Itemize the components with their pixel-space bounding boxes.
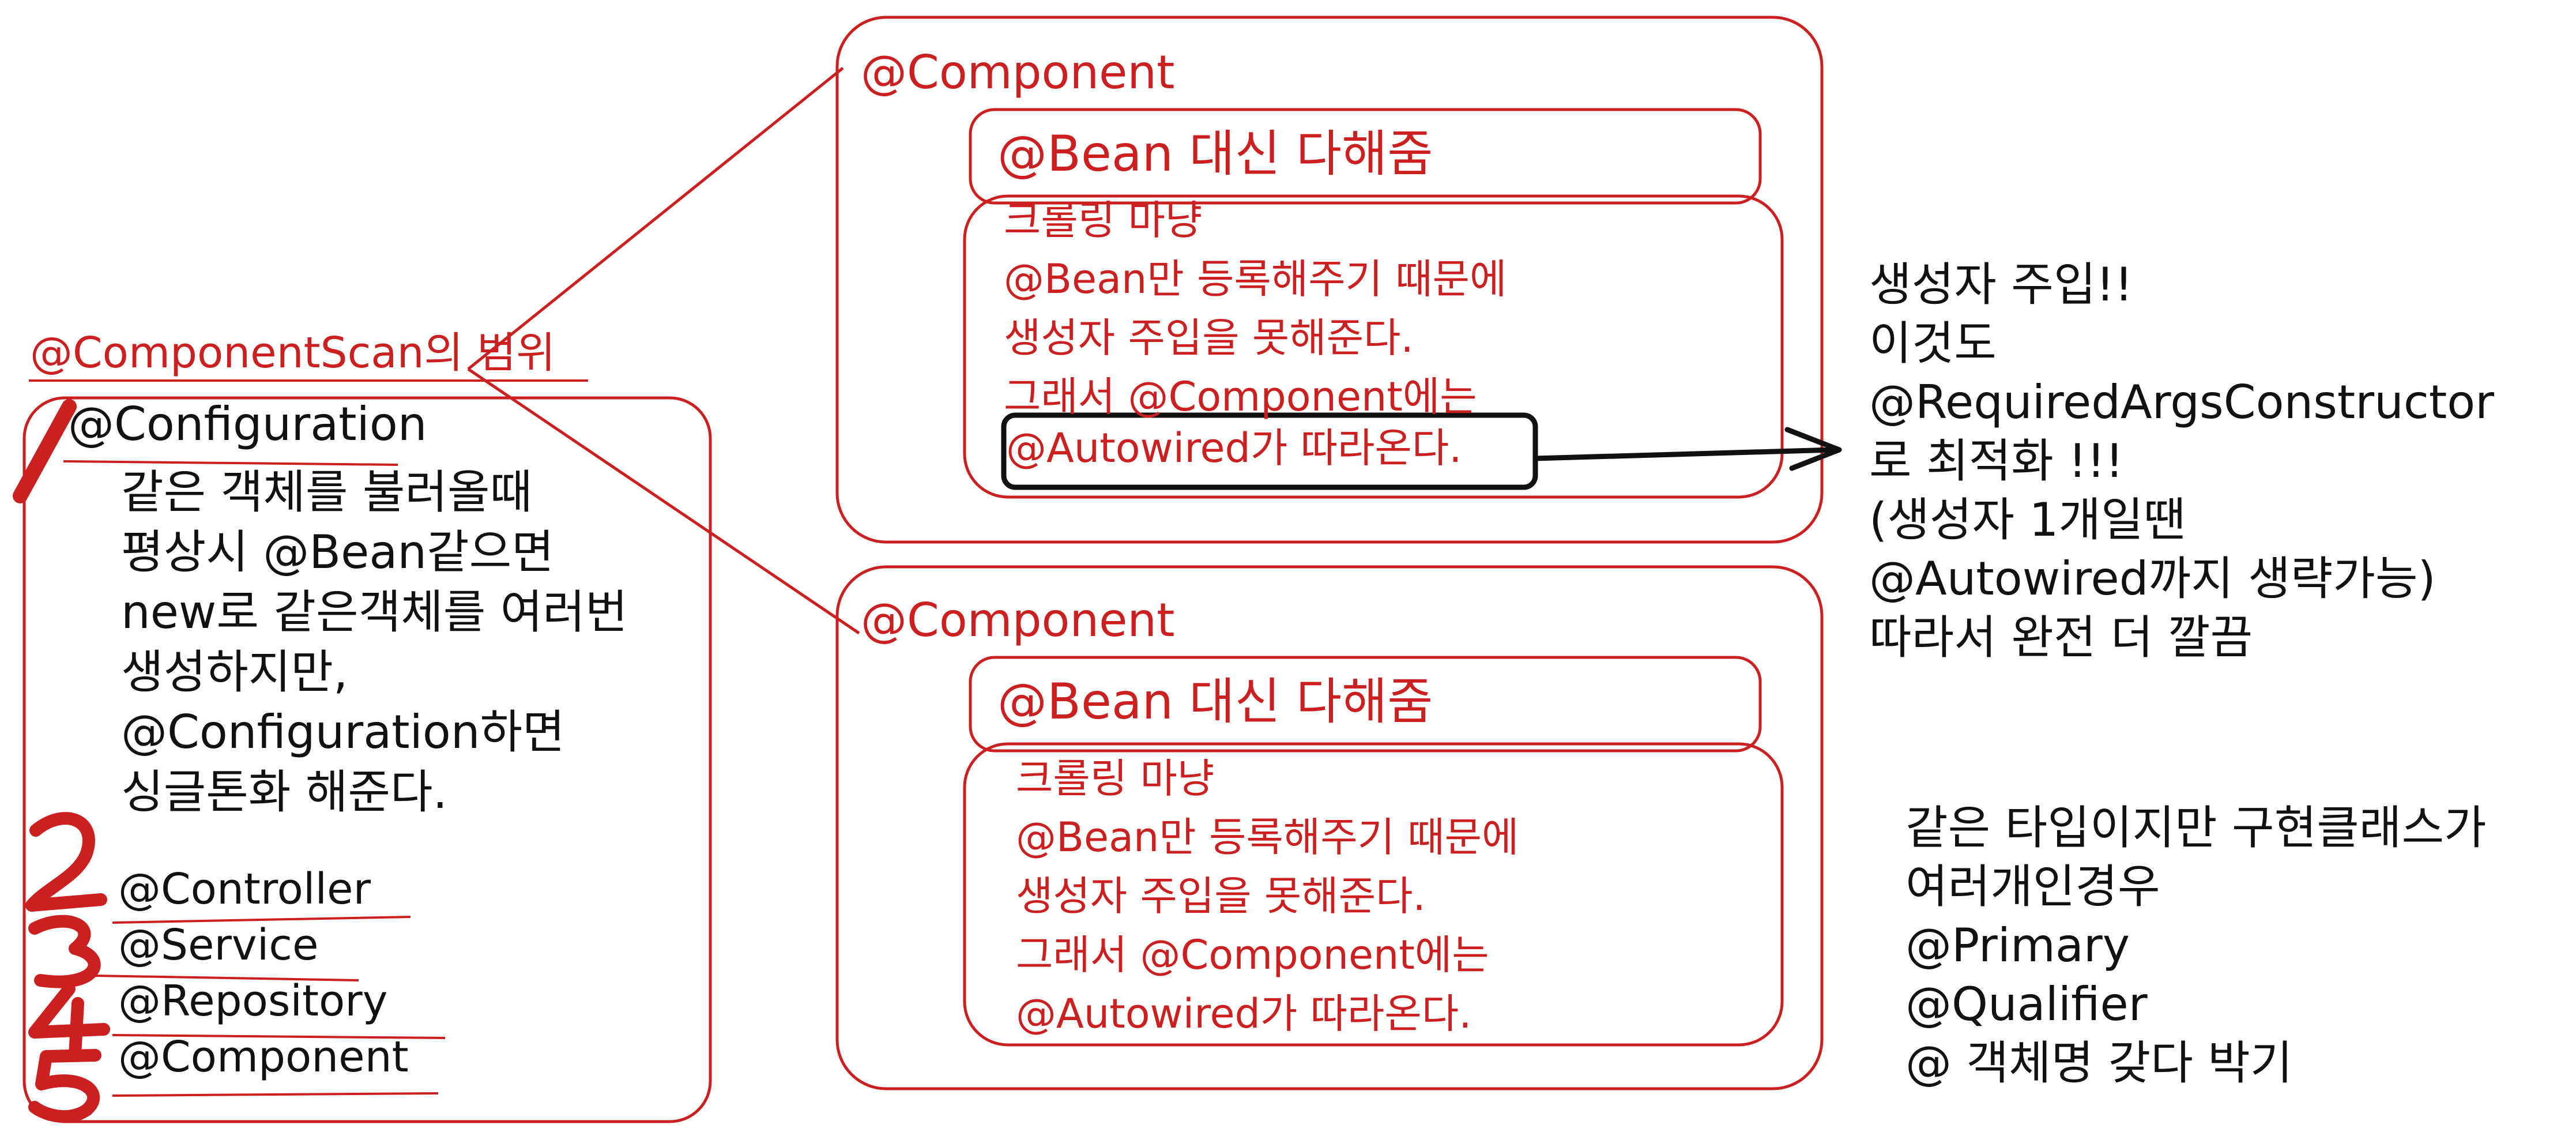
description-line: 같은 객체를 불러올때 [121,465,533,519]
bean-top-label: @Bean 대신 다해줌 [997,125,1433,183]
numeral-4-icon [28,983,110,1062]
numeral-5-icon [28,1049,101,1123]
service-underline [95,975,359,981]
crawling-line: 크롤링 마냥 [1004,197,1203,244]
configuration-heading: @Configuration [68,397,427,451]
component-top-title: @Component [861,46,1175,99]
component-bottom-box [835,565,1824,1090]
note-line: 생성자 주입!! [1869,258,2133,311]
component-underline [112,1092,439,1097]
note-line: @Qualifier [1905,977,2148,1031]
description-line: 싱글톤화 해준다. [121,765,448,819]
configuration-underline [63,460,398,466]
crawling-box-bottom [963,742,1784,1047]
note-line: @ 객체명 갖다 박기 [1905,1036,2293,1090]
note-line: 여러개인경우 [1905,860,2160,913]
description-line: 생성하지만, [121,645,348,699]
controller-underline [112,916,411,924]
crawling-line: 생성자 주입을 못해준다. [1016,872,1426,920]
crawling-top-text: 크롤링 마냥 @Bean만 등록해주기 때문에 생성자 주입을 못해준다. 그래… [1004,197,1507,432]
crawling-line: @Bean만 등록해주기 때문에 [1004,255,1507,303]
service-label: @Service [118,920,319,970]
description-line: @Configuration하면 [121,705,565,759]
crawling-line: @Bean만 등록해주기 때문에 [1016,814,1519,861]
crawling-line: 그래서 @Component에는 [1004,373,1477,420]
note-line: 같은 타입이지만 구현클래스가 [1905,801,2487,855]
bean-box-top [969,108,1762,205]
bean-bottom-label: @Bean 대신 다해줌 [997,673,1433,731]
crawling-box-top [963,194,1784,499]
constructor-injection-note: 생성자 주입!! 이것도 @RequiredArgsConstructor 로 … [1869,258,2494,670]
crawling-line: 그래서 @Component에는 [1016,931,1489,979]
autowired-highlight-box [1001,412,1538,490]
note-line: 따라서 완전 더 깔끔 [1869,611,2253,664]
arrow-head-icon [1784,427,1842,471]
numeral-1-icon [13,399,77,503]
note-line: 로 최적화 !!! [1869,434,2124,488]
controller-label: @Controller [118,864,371,914]
note-line: @Primary [1905,919,2130,972]
arrow-to-note [1532,447,1836,461]
note-line: 이것도 [1869,317,1997,370]
autowired-top-label: @Autowired가 따라온다. [1006,424,1462,472]
component-bottom-title: @Component [861,593,1175,647]
note-line: @Autowired까지 생략가능) [1869,552,2436,605]
component-top-box [835,16,1824,544]
numeral-2-icon [25,812,107,912]
component-label: @Component [118,1032,409,1082]
bean-box-bottom [969,656,1762,753]
repository-underline [112,1034,446,1039]
description-line: 평상시 @Bean같으면 [121,525,554,579]
note-line: (생성자 1개일땐 [1869,493,2186,547]
component-scan-title: @ComponentScan의 범위 [30,328,556,378]
crawling-line: 생성자 주입을 못해준다. [1004,314,1414,362]
description-line: new로 같은객체를 여러번 [121,585,628,639]
connector-bottom [467,367,860,635]
numeral-3-icon [28,915,101,988]
crawling-bottom-text: 크롤링 마냥 @Bean만 등록해주기 때문에 생성자 주입을 못해준다. 그래… [1016,755,1519,1050]
note-line: @RequiredArgsConstructor [1869,375,2495,429]
repository-label: @Repository [118,976,388,1026]
component-scan-box [22,396,712,1123]
connector-top [467,67,844,370]
crawling-line: 크롤링 마냥 [1016,755,1215,802]
crawling-line: @Autowired가 따라온다. [1016,990,1472,1037]
configuration-description: 같은 객체를 불러올때 평상시 @Bean같으면 new로 같은객체를 여러번 … [121,465,628,826]
multiple-impl-note: 같은 타입이지만 구현클래스가 여러개인경우 @Primary @Qualifi… [1905,801,2487,1096]
